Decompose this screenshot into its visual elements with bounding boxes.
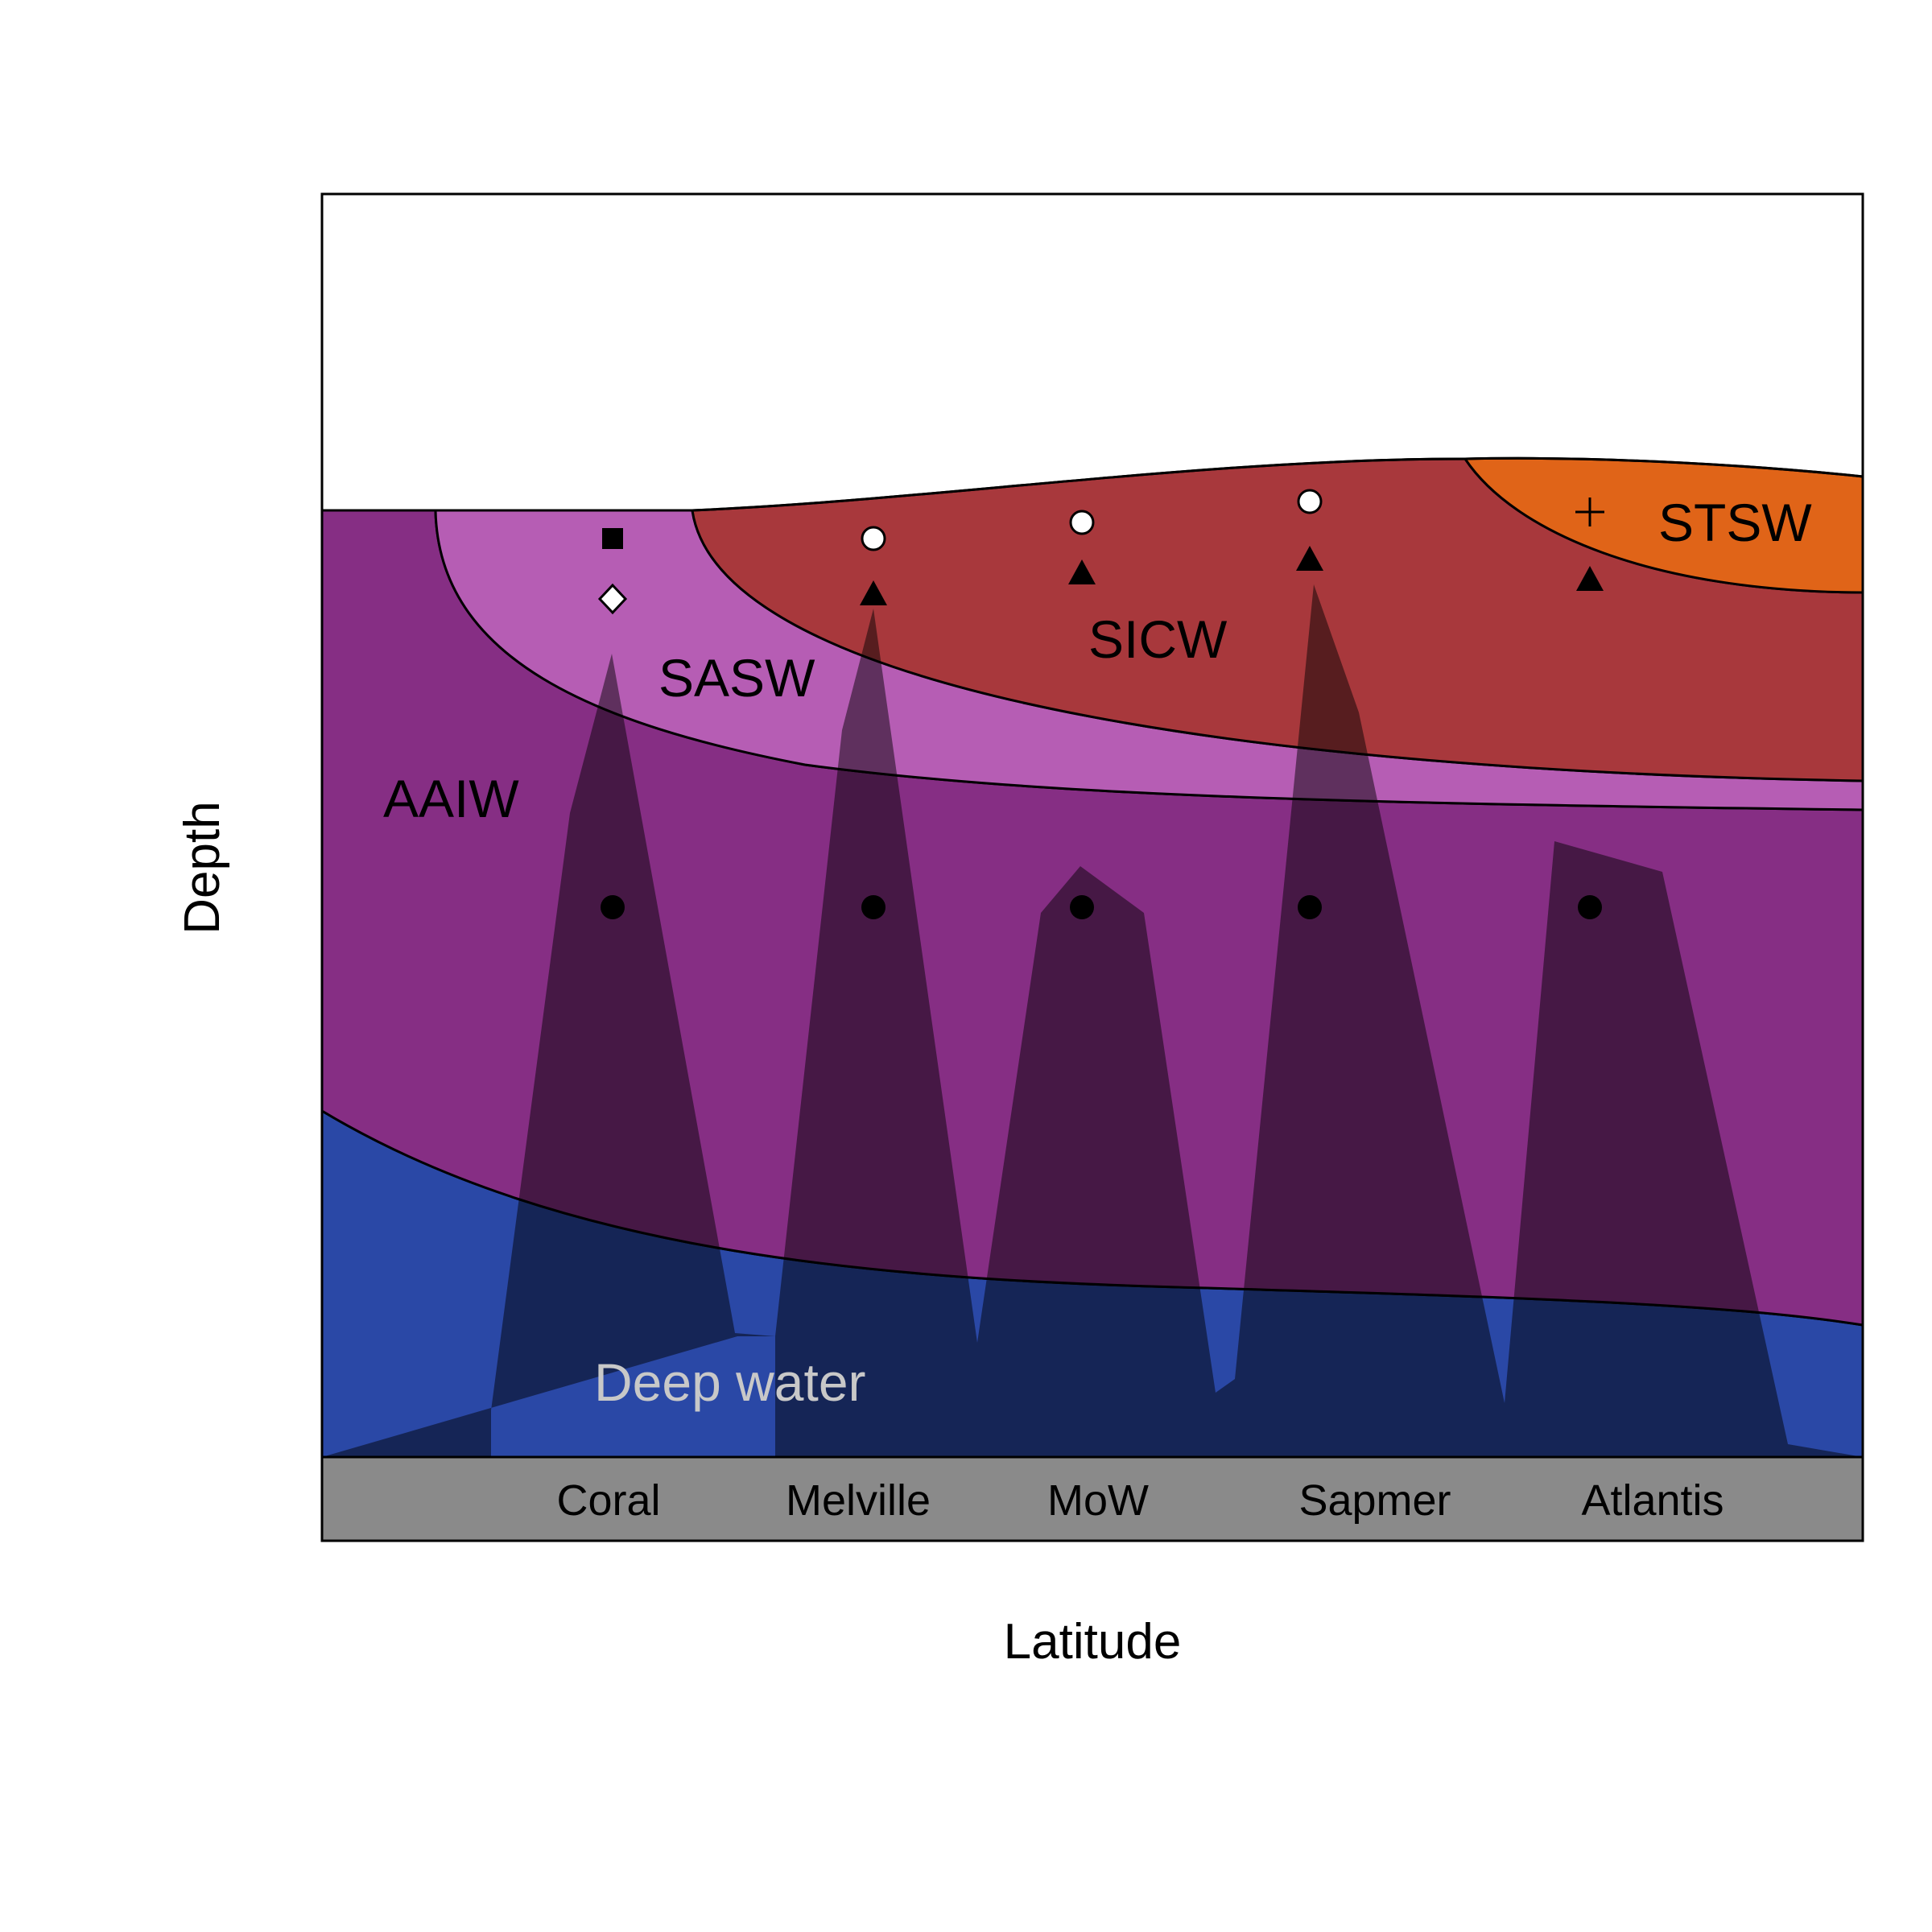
marker-open-circle <box>1297 489 1323 514</box>
seamount-label-sapmer: Sapmer <box>1298 1476 1451 1525</box>
water-mass-label-stsw: STSW <box>1658 493 1812 552</box>
water-mass-label-sasw: SASW <box>658 648 815 708</box>
marker-open-diamond <box>597 583 628 615</box>
marker-filled-circle <box>1298 895 1322 919</box>
seamount-label-melville: Melville <box>786 1476 931 1525</box>
y-axis-label: Depth <box>175 801 230 934</box>
seamount-label-coral: Coral <box>556 1476 660 1525</box>
surface-boundary <box>322 456 1864 512</box>
seamount-atlantis <box>1505 841 1863 1457</box>
water-mass-label-deep-water: Deep water <box>594 1352 866 1412</box>
seafloor <box>322 1457 1863 1541</box>
x-axis-label: Latitude <box>1004 1614 1182 1670</box>
marker-filled-triangle <box>860 580 887 605</box>
plot-frame <box>320 192 1864 1542</box>
marker-filled-triangle <box>1296 546 1323 571</box>
marker-open-circle <box>1069 510 1095 535</box>
marker-open-circle <box>861 526 886 551</box>
seamount-mow <box>977 866 1235 1457</box>
seamounts <box>322 584 1863 1457</box>
seamount-melville <box>775 609 977 1457</box>
marker-filled-square <box>602 528 623 549</box>
marker-filled-triangle <box>1068 559 1096 584</box>
marker-filled-triangle <box>1576 566 1604 591</box>
marker-filled-circle <box>1070 895 1094 919</box>
seamount-sapmer <box>1235 584 1505 1457</box>
water-mass-label-aaiw: AAIW <box>383 769 519 828</box>
seamount-label-atlantis: Atlantis <box>1581 1476 1724 1525</box>
marker-filled-circle <box>1578 895 1602 919</box>
water-mass-label-sicw: SICW <box>1088 609 1228 669</box>
marker-filled-circle <box>601 895 625 919</box>
marker-plus <box>1575 497 1604 526</box>
seamount-coral <box>322 654 775 1457</box>
seamount-label-mow: MoW <box>1047 1476 1149 1525</box>
marker-filled-circle <box>861 895 886 919</box>
